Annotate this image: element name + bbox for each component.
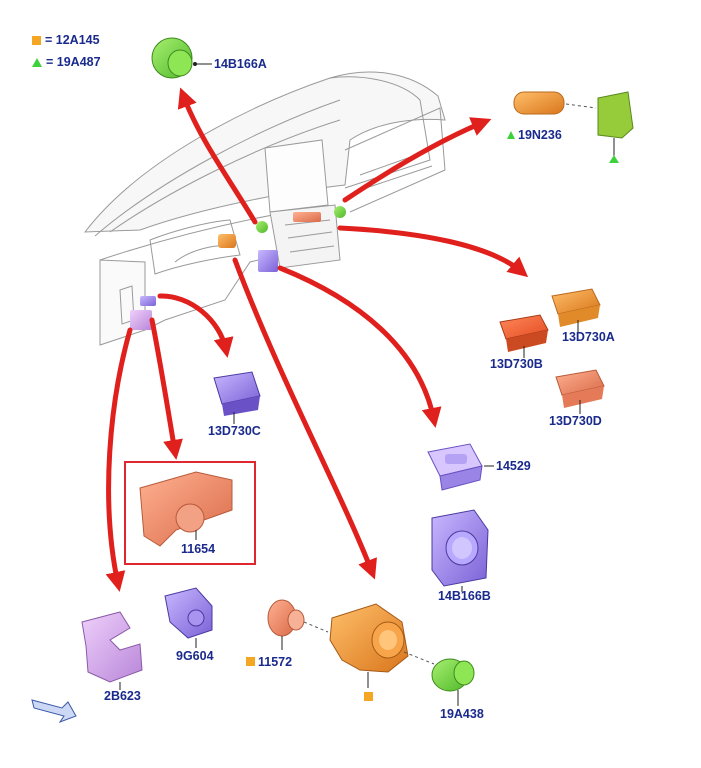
label-2B623: 2B623 <box>104 689 141 703</box>
part-11654 <box>139 471 233 547</box>
label-14B166A: 14B166A <box>214 57 267 71</box>
legend-label: = 12A145 <box>45 33 100 47</box>
part-14529 <box>427 443 494 491</box>
triangle-marker-icon <box>32 57 42 67</box>
part-9G604 <box>164 587 213 648</box>
legend-label: = 19A487 <box>46 55 101 69</box>
part-13D730B <box>499 314 549 358</box>
dash-mounted-parts <box>130 206 346 330</box>
highlight-box-11654 <box>124 461 256 565</box>
part-13D730C <box>213 371 261 424</box>
label-11654: 11654 <box>181 542 216 556</box>
part-19A438 <box>431 658 475 706</box>
label-14B166B: 14B166B <box>438 589 491 603</box>
part-ignition-housing <box>329 603 435 701</box>
part-11572 <box>246 599 329 666</box>
part-14B166B <box>431 509 489 592</box>
label-19N236: 19N236 <box>518 128 562 142</box>
part-14B166A-knob <box>151 37 212 79</box>
label-13D730B: 13D730B <box>490 357 543 371</box>
part-13D730D <box>555 369 605 414</box>
label-9G604: 9G604 <box>176 649 214 663</box>
legend-item-square: = 12A145 <box>32 33 100 47</box>
part-13D730A <box>551 288 601 332</box>
label-14529: 14529 <box>496 459 531 473</box>
part-19N236 <box>507 91 634 163</box>
legend-item-triangle: = 19A487 <box>32 55 101 69</box>
label-13D730C: 13D730C <box>208 424 261 438</box>
dashboard-outline <box>83 71 446 346</box>
label-13D730A: 13D730A <box>562 330 615 344</box>
part-2B623 <box>81 611 143 690</box>
label-13D730D: 13D730D <box>549 414 602 428</box>
label-19A438: 19A438 <box>440 707 484 721</box>
square-marker-icon <box>32 35 41 45</box>
callout-arrows <box>105 87 529 592</box>
label-11572: 11572 <box>258 655 293 669</box>
view-direction-arrow-icon <box>31 699 77 724</box>
